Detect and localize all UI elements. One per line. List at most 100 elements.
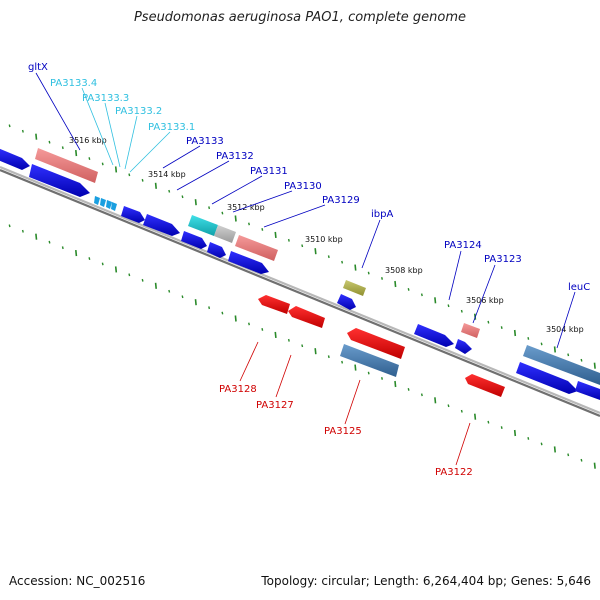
- label-PA3133-2: PA3133.2: [115, 106, 162, 117]
- ruler-minor-tick: [567, 353, 570, 357]
- ruler-minor-tick: [381, 277, 383, 280]
- tick-label: 3514 kbp: [148, 170, 186, 179]
- label-PA3123: PA3123: [484, 254, 522, 265]
- ruler-minor-tick: [407, 388, 410, 391]
- label-PA3130: PA3130: [284, 181, 322, 192]
- ruler-minor-tick: [61, 246, 64, 250]
- ruler-minor-tick: [128, 273, 131, 277]
- misc-feature: [188, 215, 218, 236]
- ruler-major-tick: [434, 397, 437, 404]
- ruler-minor-tick: [341, 360, 344, 364]
- ruler-minor-tick: [487, 320, 490, 324]
- ruler-minor-tick: [88, 157, 91, 160]
- ruler-minor-tick: [141, 178, 144, 182]
- tick-label: 3510 kbp: [305, 235, 343, 244]
- ruler-major-tick: [234, 315, 237, 322]
- ruler-major-tick: [474, 413, 477, 420]
- gene-arrow: [207, 242, 226, 258]
- ruler-minor-tick: [407, 288, 410, 291]
- ruler-major-tick: [114, 266, 118, 273]
- ruler-minor-tick: [367, 271, 370, 275]
- ruler-major-tick: [274, 331, 277, 338]
- gene-arrow: [455, 339, 472, 354]
- ruler-major-tick: [194, 199, 197, 206]
- ruler-minor-tick: [567, 453, 570, 457]
- ruler-major-tick: [75, 250, 78, 257]
- ruler-minor-tick: [8, 124, 11, 128]
- ruler-minor-tick: [248, 322, 250, 326]
- tick-label: 3506 kbp: [466, 296, 504, 305]
- ruler-minor-tick: [500, 426, 503, 429]
- label-PA3131: PA3131: [250, 166, 288, 177]
- ruler-major-tick: [154, 282, 157, 289]
- ruler-minor-tick: [301, 344, 304, 348]
- gene-arrow: [228, 251, 269, 274]
- ruler-minor-tick: [61, 146, 64, 150]
- ruler-major-tick: [154, 182, 157, 189]
- features-forward: [0, 148, 600, 400]
- ruler-minor-tick: [221, 311, 224, 315]
- ruler-minor-tick: [208, 306, 211, 310]
- ruler-minor-tick: [580, 358, 583, 362]
- ruler-minor-tick: [248, 222, 250, 226]
- gene-arrow: [121, 206, 145, 223]
- trna-small: [94, 196, 100, 205]
- ruler-minor-tick: [500, 326, 503, 329]
- trna-gltX: [35, 148, 98, 183]
- ruler-major-tick: [354, 364, 357, 371]
- ruler-major-tick: [593, 462, 596, 469]
- gene-arrow: [181, 231, 207, 249]
- genome-summary-text: Topology: circular; Length: 6,264,404 bp…: [261, 574, 591, 588]
- ruler-minor-tick: [487, 420, 490, 424]
- operon-leuC: [523, 345, 600, 385]
- ruler-minor-tick: [208, 206, 211, 210]
- callout-lines-top: [35, 72, 576, 349]
- accession-text: Accession: NC_002516: [9, 574, 146, 588]
- ruler-minor-tick: [101, 262, 104, 266]
- ruler-minor-tick: [420, 293, 423, 297]
- ruler-major-tick: [274, 231, 277, 238]
- ruler-minor-tick: [341, 260, 344, 264]
- ruler-minor-tick: [301, 244, 304, 248]
- ruler-minor-tick: [168, 289, 171, 293]
- gene-arrow: [337, 294, 356, 310]
- ruler-major-tick: [114, 166, 118, 173]
- ruler-major-tick: [553, 446, 556, 453]
- label-PA3125: PA3125: [324, 426, 362, 437]
- callout-lines-bottom: [239, 341, 471, 466]
- ruler-minor-tick: [420, 393, 423, 397]
- label-PA3133-4: PA3133.4: [50, 78, 97, 89]
- label-ibpA: ibpA: [371, 209, 393, 220]
- ruler-minor-tick: [221, 211, 224, 215]
- operon-PA3125: [340, 344, 399, 377]
- gene-arrow: [29, 164, 90, 197]
- ruler-minor-tick: [261, 328, 264, 331]
- ruler-minor-tick: [447, 404, 450, 408]
- ruler-minor-tick: [128, 173, 131, 177]
- ruler-minor-tick: [21, 229, 24, 233]
- ruler-major-tick: [75, 150, 78, 157]
- ruler-lower: [8, 224, 596, 469]
- label-leuC: leuC: [568, 282, 590, 293]
- label-PA3133-1: PA3133.1: [148, 122, 195, 133]
- ruler-minor-tick: [21, 129, 24, 133]
- ruler-major-tick: [394, 280, 397, 288]
- label-PA3127: PA3127: [256, 400, 294, 411]
- ruler-minor-tick: [540, 442, 543, 446]
- ruler-major-tick: [513, 429, 517, 437]
- label-PA3124: PA3124: [444, 240, 482, 251]
- ruler-major-tick: [314, 348, 317, 355]
- trna-small: [111, 202, 117, 211]
- ruler-minor-tick: [287, 238, 290, 242]
- gene-arrow: [143, 214, 180, 236]
- gene-labels-top: gltX PA3133.4 PA3133.3 PA3133.2 PA3133.1…: [28, 62, 590, 293]
- ruler-minor-tick: [141, 278, 144, 282]
- ruler-minor-tick: [527, 337, 530, 340]
- gene-PA3125: [347, 328, 405, 359]
- ruler-minor-tick: [261, 228, 264, 231]
- ibpA: [343, 280, 366, 296]
- pseudo-feature: [214, 225, 236, 243]
- ruler-minor-tick: [168, 189, 171, 193]
- ruler-minor-tick: [540, 342, 543, 346]
- label-PA3132: PA3132: [216, 151, 254, 162]
